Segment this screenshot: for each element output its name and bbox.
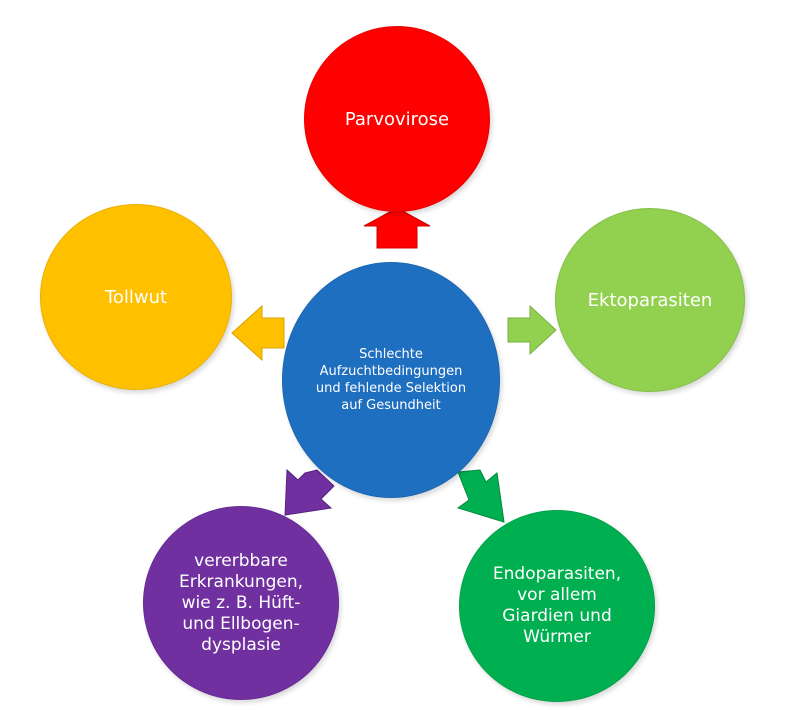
node-erbkrankheiten: vererbbare Erkrankungen, wie z. B. Hüft-…: [143, 506, 339, 700]
node-ektoparasiten: Ektoparasiten: [555, 208, 745, 392]
central-cause-node: Schlechte Aufzuchtbedingungen und fehlen…: [282, 262, 500, 498]
arrow-to-bottom-right: [456, 469, 505, 523]
node-label: Ektoparasiten: [587, 289, 713, 311]
node-tollwut: Tollwut: [40, 204, 232, 390]
arrow-to-bottom-left: [284, 468, 335, 516]
node-parvovirose: Parvovirose: [304, 26, 490, 212]
arrow-to-top: [363, 207, 431, 249]
arrow-to-left: [231, 304, 285, 362]
center-label: Schlechte Aufzuchtbedingungen und fehlen…: [315, 347, 467, 413]
node-label: vererbbare Erkrankungen, wie z. B. Hüft-…: [178, 550, 304, 655]
node-label: Endoparasiten, vor allem Giardien und Wü…: [492, 564, 622, 647]
node-label: Parvovirose: [344, 108, 450, 130]
arrow-to-right: [507, 304, 557, 356]
node-label: Tollwut: [104, 286, 168, 308]
node-endoparasiten: Endoparasiten, vor allem Giardien und Wü…: [459, 510, 655, 702]
